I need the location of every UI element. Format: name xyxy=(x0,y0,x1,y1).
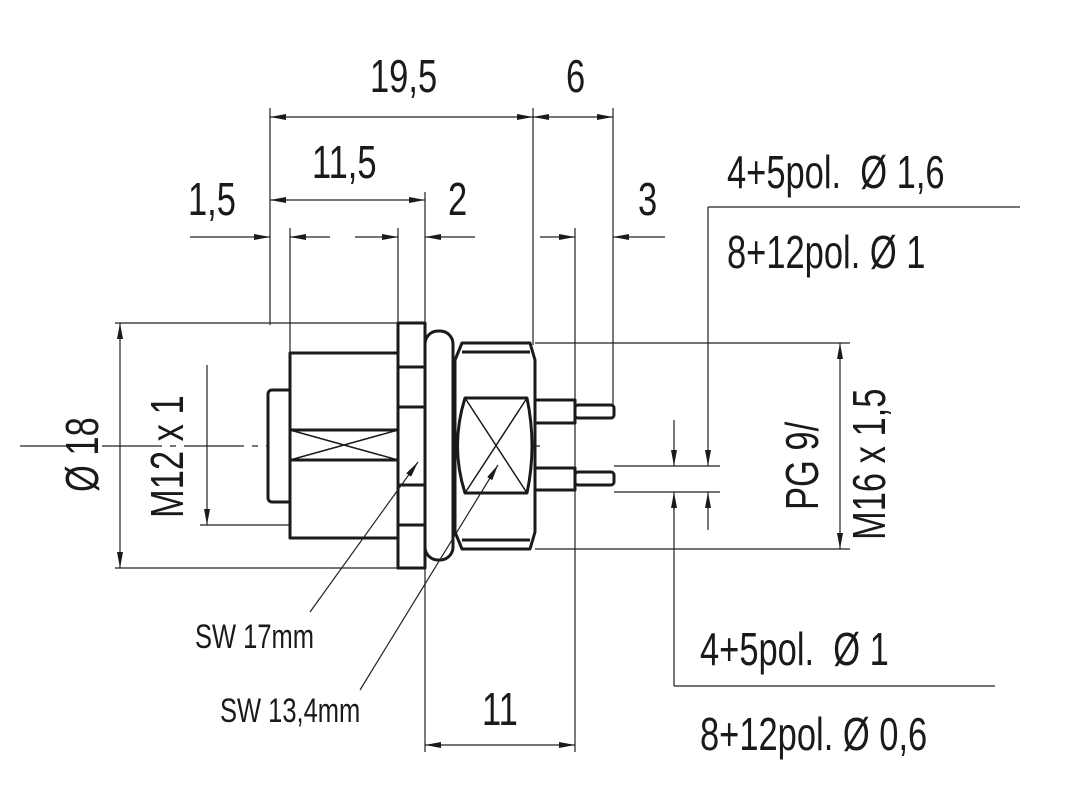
hex-nut-flange xyxy=(396,321,427,570)
wrench-size-17: SW 17mm xyxy=(195,619,314,656)
wrench-leaders xyxy=(309,461,499,691)
pin-note-bottom-2: 8+12pol. Ø 0,6 xyxy=(700,708,927,760)
dim-flange: 2 xyxy=(448,173,467,225)
dim-thread-front: M12 x 1 xyxy=(141,395,193,518)
dimension-lines xyxy=(117,114,843,748)
pin-note-top-1: 4+5pol. Ø 1,6 xyxy=(727,146,945,198)
o-ring xyxy=(423,329,455,562)
dim-diameter: Ø 18 xyxy=(56,417,108,492)
wrench-size-13-4: SW 13,4mm xyxy=(220,693,360,730)
pin-note-top-2: 8+12pol. Ø 1 xyxy=(727,226,925,278)
dim-thread-rear-m16: M16 x 1,5 xyxy=(843,389,895,540)
extension-lines xyxy=(20,108,1020,752)
dim-pin-to-flange: 11 xyxy=(482,683,518,735)
dim-body-length: 11,5 xyxy=(312,136,377,188)
dim-overall-length: 19,5 xyxy=(370,50,437,102)
pin-lower xyxy=(533,466,577,492)
dim-thread-rear-pg: PG 9/ xyxy=(776,421,828,510)
connector-body xyxy=(266,321,616,570)
pin-upper xyxy=(533,398,577,425)
pin-note-bottom-1: 4+5pol. Ø 1 xyxy=(700,623,889,675)
dim-pin-length: 6 xyxy=(566,50,585,102)
dim-knob: 1,5 xyxy=(188,173,236,225)
dim-pin-tip: 3 xyxy=(638,173,657,225)
